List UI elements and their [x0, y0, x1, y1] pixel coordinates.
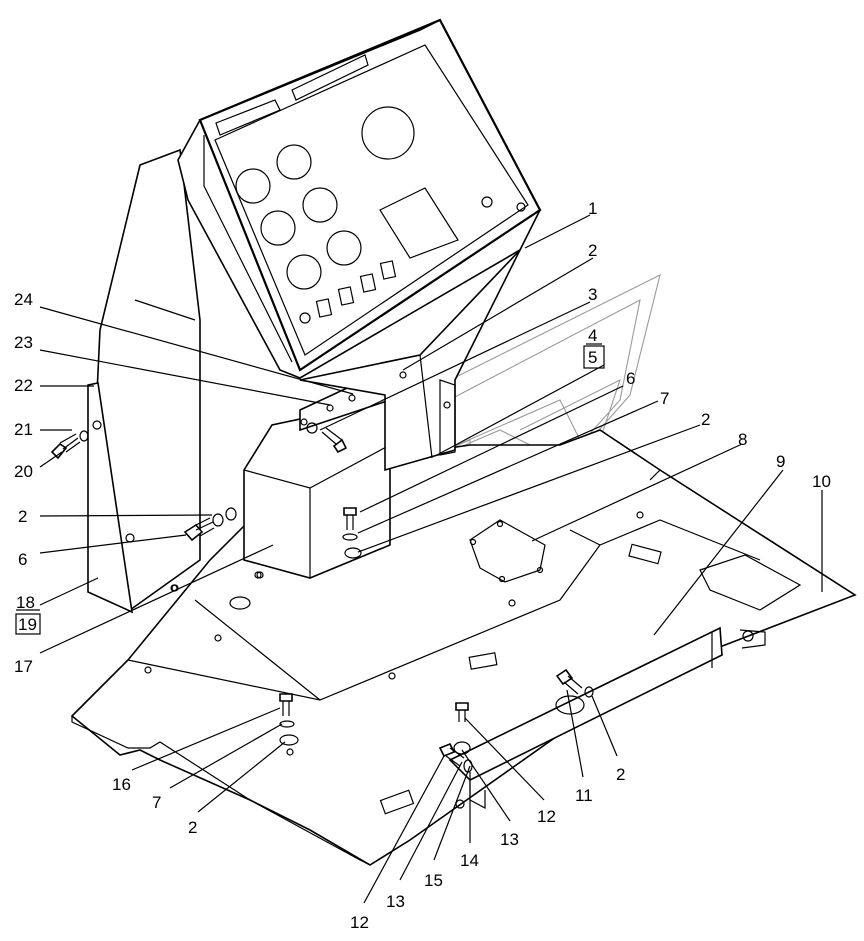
callout-24: 24 — [14, 290, 33, 309]
callout-labels: 1 2 3 4 5 6 7 2 8 9 10 24 23 22 21 20 2 … — [14, 199, 831, 932]
label-5-box — [583, 345, 605, 369]
callout-12: 12 — [350, 913, 369, 932]
callout-6: 6 — [18, 550, 27, 569]
label-19-box — [15, 613, 41, 635]
callout-15: 15 — [424, 871, 443, 890]
callout-2: 2 — [18, 507, 27, 526]
callout-11: 11 — [575, 786, 593, 805]
callout-5: 5 — [588, 348, 597, 367]
fasteners — [50, 422, 594, 773]
callout-4: 4 — [588, 326, 597, 345]
callout-9: 9 — [776, 452, 785, 471]
callout-21: 21 — [14, 420, 33, 439]
callout-18: 18 — [16, 593, 35, 612]
leader-lines — [39, 214, 823, 904]
callout-7: 7 — [152, 793, 161, 812]
callout-17: 17 — [14, 657, 33, 676]
console-base-box — [243, 366, 391, 579]
callout-23: 23 — [14, 333, 33, 352]
callout-12: 12 — [537, 807, 556, 826]
callout-2: 2 — [701, 410, 710, 429]
callout-6: 6 — [626, 369, 635, 388]
callout-20: 20 — [14, 462, 33, 481]
callout-1: 1 — [588, 199, 597, 218]
callout-2: 2 — [616, 765, 625, 784]
callout-13: 13 — [386, 892, 405, 911]
console-side-panel — [87, 148, 201, 614]
callout-22: 22 — [14, 376, 33, 395]
callout-10: 10 — [812, 472, 831, 491]
callout-3: 3 — [588, 285, 597, 304]
pedestal-neck — [299, 249, 521, 472]
callout-19: 19 — [18, 615, 37, 634]
callout-8: 8 — [738, 430, 747, 449]
plate-8-cutout — [469, 519, 546, 583]
callout-13: 13 — [500, 830, 519, 849]
instrument-panel — [177, 18, 542, 379]
callout-14: 14 — [460, 851, 479, 870]
callout-16: 16 — [112, 775, 131, 794]
callout-7: 7 — [660, 389, 669, 408]
callout-2: 2 — [588, 241, 597, 260]
callout-2: 2 — [188, 818, 197, 837]
